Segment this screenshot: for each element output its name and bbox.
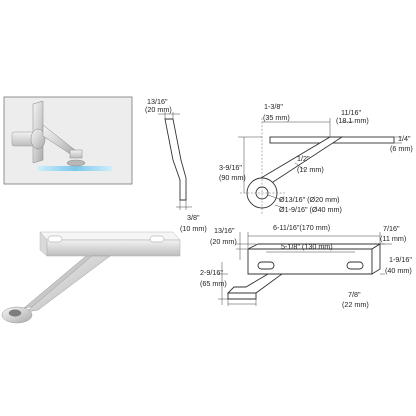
- plate-thick-dim: 1/4": [398, 134, 411, 143]
- end-height-dim-mm: (40 mm): [385, 266, 412, 275]
- hole-dia-dim: Ø13/16" (Ø20 mm): [279, 195, 339, 204]
- render-3d: [1, 231, 181, 324]
- top-angle-dim: 11/16": [341, 108, 361, 117]
- ring-dia-dim: Ø1-9/16" (Ø40 mm): [279, 205, 342, 214]
- side-top-dim: 13/16": [147, 97, 168, 106]
- inset-clamp: [69, 149, 83, 159]
- front-height-dim-mm: (20 mm): [210, 237, 237, 246]
- render-slot-right: [149, 235, 165, 243]
- inset-mount-cap: [30, 128, 46, 150]
- top-angle-dim-mm: (18.1 mm): [336, 116, 369, 125]
- reach-dim: 3-9/16": [219, 163, 242, 172]
- front-height-dim: 13/16": [214, 226, 235, 235]
- front-arm: [226, 273, 284, 294]
- render-arm-front: [25, 255, 111, 313]
- reach-dim-mm: (90 mm): [219, 173, 246, 182]
- side-top-dim-mm: (20 mm): [145, 105, 172, 114]
- front-plate-face: [247, 248, 373, 275]
- front-view: 13/16" (20 mm) 6-11/16"(170 mm) 5-1/8" (…: [200, 223, 412, 309]
- installation-inset: [3, 96, 133, 185]
- render-ring-hole: [8, 309, 22, 317]
- side-view-profile: [164, 118, 187, 201]
- plate-thick-dim-mm: (6 mm): [390, 144, 413, 153]
- slot-span-dim: 5-1/8" (130 mm): [281, 242, 333, 251]
- top-width-dim-mm: (35 mm): [263, 113, 290, 122]
- top-width-dim: 1-3/8": [264, 102, 283, 111]
- render-slot-left: [47, 235, 63, 243]
- side-bottom-dim: 3/8": [187, 213, 200, 222]
- render-plate-front: [46, 239, 181, 257]
- foot-dim: 7/8": [348, 290, 361, 299]
- top-view: 1-3/8" (35 mm) 11/16" (18.1 mm) 1/4" (6 …: [219, 102, 413, 215]
- front-slot-right: [346, 261, 364, 270]
- arm-width-dim: 1/2": [297, 154, 310, 163]
- slot-width-dim-mm: (11 mm): [380, 234, 406, 243]
- front-slot-left: [257, 261, 275, 270]
- end-height-dim: 1-9/16": [389, 255, 412, 264]
- arm-width-dim-mm: (12 mm): [297, 165, 324, 174]
- inset-clamp-base: [66, 159, 86, 167]
- foot-dim-mm: (22 mm): [342, 300, 369, 309]
- side-view: 13/16" (20 mm) 3/8" (10 mm): [145, 97, 207, 233]
- overall-len-dim: 6-11/16"(170 mm): [273, 223, 330, 232]
- drop-dim-mm: (65 mm): [200, 279, 227, 288]
- glass-pane: [38, 166, 112, 171]
- slot-width-dim: 7/16": [383, 224, 400, 233]
- side-bottom-dim-mm: (10 mm): [180, 224, 207, 233]
- front-foot: [227, 292, 257, 300]
- inset-mount-cylinder: [11, 131, 35, 147]
- drop-dim: 2-9/16": [200, 268, 223, 277]
